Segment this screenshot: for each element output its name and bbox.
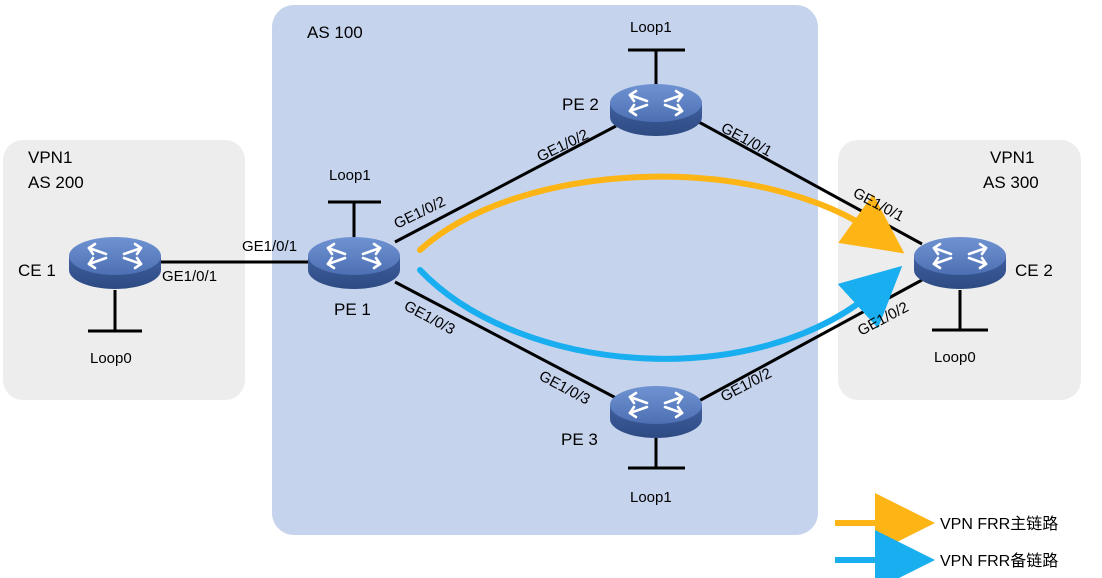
- as200-label: AS 200: [28, 173, 84, 192]
- pe1-loop-label: Loop1: [329, 167, 371, 184]
- backup-path-arrow: [417, 265, 903, 362]
- ce2-name: CE 2: [1015, 261, 1053, 280]
- pe2-loop-label: Loop1: [630, 19, 672, 36]
- pe2-router-icon: [608, 82, 704, 138]
- if-ce1-pe1: GE1/0/1: [162, 268, 217, 285]
- primary-path-arrow: [417, 173, 905, 254]
- ce1-loop-label: Loop0: [90, 350, 132, 367]
- legend-primary-label: VPN FRR主链路: [940, 515, 1058, 533]
- legend: VPN FRR主链路 VPN FRR备链路: [835, 493, 1058, 578]
- ce1-name: CE 1: [18, 261, 56, 280]
- pe3-router-icon: [608, 384, 704, 440]
- ce1-router-icon: [67, 235, 163, 291]
- if-pe1-ce1: GE1/0/1: [242, 238, 297, 255]
- pe3-name: PE 3: [561, 430, 598, 449]
- as100-label: AS 100: [307, 23, 363, 42]
- as300-label: AS 300: [983, 173, 1039, 192]
- pe1-name: PE 1: [334, 300, 371, 319]
- vpn1-left-label: VPN1: [28, 148, 72, 167]
- link-pe1-pe2: [394, 124, 617, 244]
- pe2-name: PE 2: [562, 95, 599, 114]
- pe1-router-icon: [306, 235, 402, 291]
- legend-backup-label: VPN FRR备链路: [940, 552, 1058, 570]
- ce2-loop-label: Loop0: [934, 349, 976, 366]
- vpn1-right-label: VPN1: [990, 148, 1034, 167]
- ce2-router-icon: [912, 235, 1008, 291]
- link-pe1-pe3: [394, 280, 617, 400]
- pe3-loop-label: Loop1: [630, 489, 672, 506]
